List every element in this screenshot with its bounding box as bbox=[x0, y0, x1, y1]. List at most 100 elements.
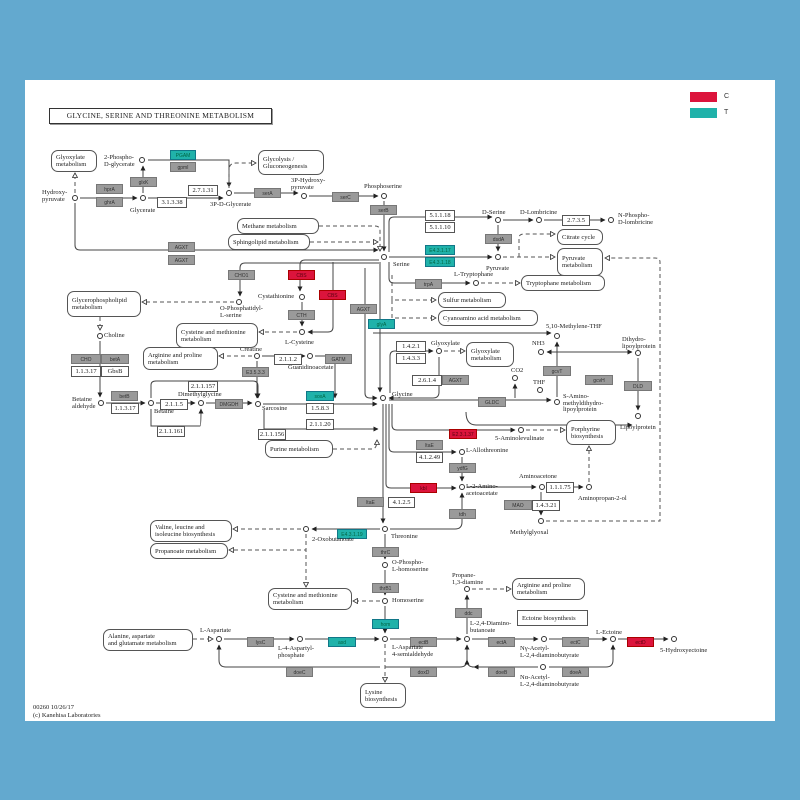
compound-node[interactable] bbox=[98, 400, 104, 406]
gene-box[interactable]: GATM bbox=[325, 354, 352, 364]
gene-box[interactable]: glxK bbox=[130, 177, 157, 187]
gene-box[interactable]: CBS bbox=[288, 270, 315, 280]
gene-box[interactable]: ltaE bbox=[357, 497, 384, 507]
gene-box[interactable]: soxA bbox=[306, 391, 334, 401]
gene-box[interactable]: ectD bbox=[627, 637, 654, 647]
compound-node[interactable] bbox=[635, 413, 641, 419]
compound-node[interactable] bbox=[303, 526, 309, 532]
gene-box[interactable]: ghrA bbox=[96, 197, 123, 207]
gene-box[interactable]: trpA bbox=[415, 279, 442, 289]
ec-number-box[interactable]: 1.4.3.3 bbox=[396, 353, 426, 364]
pathway-map-link[interactable]: Valine, leucine and isoleucine biosynthe… bbox=[150, 520, 232, 542]
compound-node[interactable] bbox=[97, 333, 103, 339]
compound-node[interactable] bbox=[512, 375, 518, 381]
pathway-map-link[interactable]: Cyanoamino acid metabolism bbox=[438, 310, 538, 326]
gene-box[interactable]: E2.3.1.37 bbox=[449, 429, 477, 439]
compound-node[interactable] bbox=[382, 636, 388, 642]
compound-node[interactable] bbox=[299, 329, 305, 335]
compound-node[interactable] bbox=[495, 254, 501, 260]
pathway-map-link[interactable]: Lysine biosynthesis bbox=[360, 683, 406, 708]
gene-box[interactable]: ydfG bbox=[449, 463, 476, 473]
compound-node[interactable] bbox=[459, 449, 465, 455]
compound-node[interactable] bbox=[539, 484, 545, 490]
ec-number-box[interactable]: 2.7.1.31 bbox=[188, 185, 218, 196]
gene-box[interactable]: gpmI bbox=[170, 162, 196, 172]
compound-node[interactable] bbox=[140, 195, 146, 201]
pathway-map-link[interactable]: Propanoate metabolism bbox=[150, 543, 228, 559]
compound-node[interactable] bbox=[538, 349, 544, 355]
pathway-map-link[interactable]: Glycolysis / Gluconeogenesis bbox=[258, 150, 324, 175]
ec-number-box[interactable]: GbsB bbox=[101, 366, 129, 377]
gene-box[interactable]: AGXT bbox=[350, 304, 377, 314]
gene-box[interactable]: AGXT bbox=[442, 375, 469, 385]
pathway-map-link[interactable]: Methane metabolism bbox=[237, 218, 319, 234]
compound-node[interactable] bbox=[464, 586, 470, 592]
compound-node[interactable] bbox=[610, 636, 616, 642]
gene-box[interactable]: CTH bbox=[288, 310, 315, 320]
compound-node[interactable] bbox=[301, 193, 307, 199]
gene-box[interactable]: MAO bbox=[504, 500, 532, 510]
compound-node[interactable] bbox=[382, 562, 388, 568]
pathway-map-link[interactable]: Sulfur metabolism bbox=[438, 292, 506, 308]
gene-box[interactable]: GLDC bbox=[478, 397, 506, 407]
gene-box[interactable]: doeC bbox=[286, 667, 313, 677]
compound-node[interactable] bbox=[382, 526, 388, 532]
ec-number-box[interactable]: 1.5.8.3 bbox=[306, 403, 334, 414]
gene-box[interactable]: serA bbox=[254, 188, 281, 198]
compound-node[interactable] bbox=[297, 636, 303, 642]
ec-number-box[interactable]: 2.7.3.5 bbox=[562, 215, 590, 226]
gene-box[interactable]: CBS bbox=[319, 290, 346, 300]
ec-number-box[interactable]: 1.1.1.75 bbox=[546, 482, 574, 493]
gene-box[interactable]: serC bbox=[332, 192, 359, 202]
pathway-map-link[interactable]: Porphyrine biosynthesis bbox=[566, 420, 616, 445]
gene-box[interactable]: doeB bbox=[488, 667, 515, 677]
pathway-map-link[interactable]: Tryptophane metabolism bbox=[521, 275, 605, 291]
pathway-map-link[interactable]: Ectoine biosynthesis bbox=[517, 610, 588, 626]
ec-number-box[interactable]: 5.1.1.18 bbox=[425, 210, 455, 221]
pathway-map-link[interactable]: Arginine and proline metabolism bbox=[512, 578, 585, 600]
pathway-map-link[interactable]: Cysteine and methionine metabolism bbox=[268, 588, 352, 610]
gene-box[interactable]: dsdA bbox=[485, 234, 512, 244]
gene-box[interactable]: betB bbox=[111, 391, 138, 401]
compound-node[interactable] bbox=[464, 636, 470, 642]
compound-node[interactable] bbox=[307, 353, 313, 359]
gene-box[interactable]: CHO1 bbox=[228, 270, 255, 280]
ec-number-box[interactable]: 4.1.2.5 bbox=[388, 497, 415, 508]
compound-node[interactable] bbox=[254, 353, 260, 359]
pathway-map-link[interactable]: Purine metabolism bbox=[265, 440, 333, 458]
gene-box[interactable]: CHO bbox=[71, 354, 101, 364]
gene-box[interactable]: E4.3.1.17 bbox=[425, 245, 455, 255]
pathway-map-link[interactable]: Glycerophospholipid metabolism bbox=[67, 291, 141, 317]
compound-node[interactable] bbox=[538, 518, 544, 524]
gene-box[interactable]: hom bbox=[372, 619, 399, 629]
ec-number-box[interactable]: 2.1.1.5 bbox=[160, 399, 188, 410]
ec-number-box[interactable]: 2.1.1.157 bbox=[188, 381, 218, 392]
compound-node[interactable] bbox=[541, 636, 547, 642]
compound-node[interactable] bbox=[299, 294, 305, 300]
pathway-map-link[interactable]: Glyoxylate metabolism bbox=[466, 342, 514, 367]
compound-node[interactable] bbox=[586, 484, 592, 490]
gene-box[interactable]: AGXT bbox=[168, 242, 195, 252]
gene-box[interactable]: gcvT bbox=[543, 366, 571, 376]
compound-node[interactable] bbox=[72, 195, 78, 201]
compound-node[interactable] bbox=[473, 280, 479, 286]
gene-box[interactable]: ectC bbox=[562, 637, 589, 647]
gene-box[interactable]: hprA bbox=[96, 184, 123, 194]
gene-box[interactable]: E3.5.3.3 bbox=[242, 367, 269, 377]
ec-number-box[interactable]: 2.1.1.156 bbox=[258, 429, 286, 440]
gene-box[interactable]: PGAM bbox=[170, 150, 196, 160]
gene-box[interactable]: AGXT bbox=[168, 255, 195, 265]
gene-box[interactable]: betA bbox=[101, 354, 129, 364]
ec-number-box[interactable]: 1.4.3.21 bbox=[532, 500, 560, 511]
gene-box[interactable]: gcvH bbox=[585, 375, 613, 385]
compound-node[interactable] bbox=[608, 217, 614, 223]
ec-number-box[interactable]: 2.1.1.2 bbox=[274, 354, 302, 365]
pathway-map-link[interactable]: Pyruvate metabolism bbox=[557, 248, 603, 276]
gene-box[interactable]: thrC bbox=[372, 547, 399, 557]
gene-box[interactable]: ddc bbox=[455, 608, 482, 618]
ec-number-box[interactable]: 2.1.1.20 bbox=[306, 419, 334, 430]
compound-node[interactable] bbox=[226, 190, 232, 196]
compound-node[interactable] bbox=[381, 254, 387, 260]
pathway-map-link[interactable]: Alanine, aspartate and glutamate metabol… bbox=[103, 629, 193, 651]
gene-box[interactable]: glyA bbox=[368, 319, 395, 329]
